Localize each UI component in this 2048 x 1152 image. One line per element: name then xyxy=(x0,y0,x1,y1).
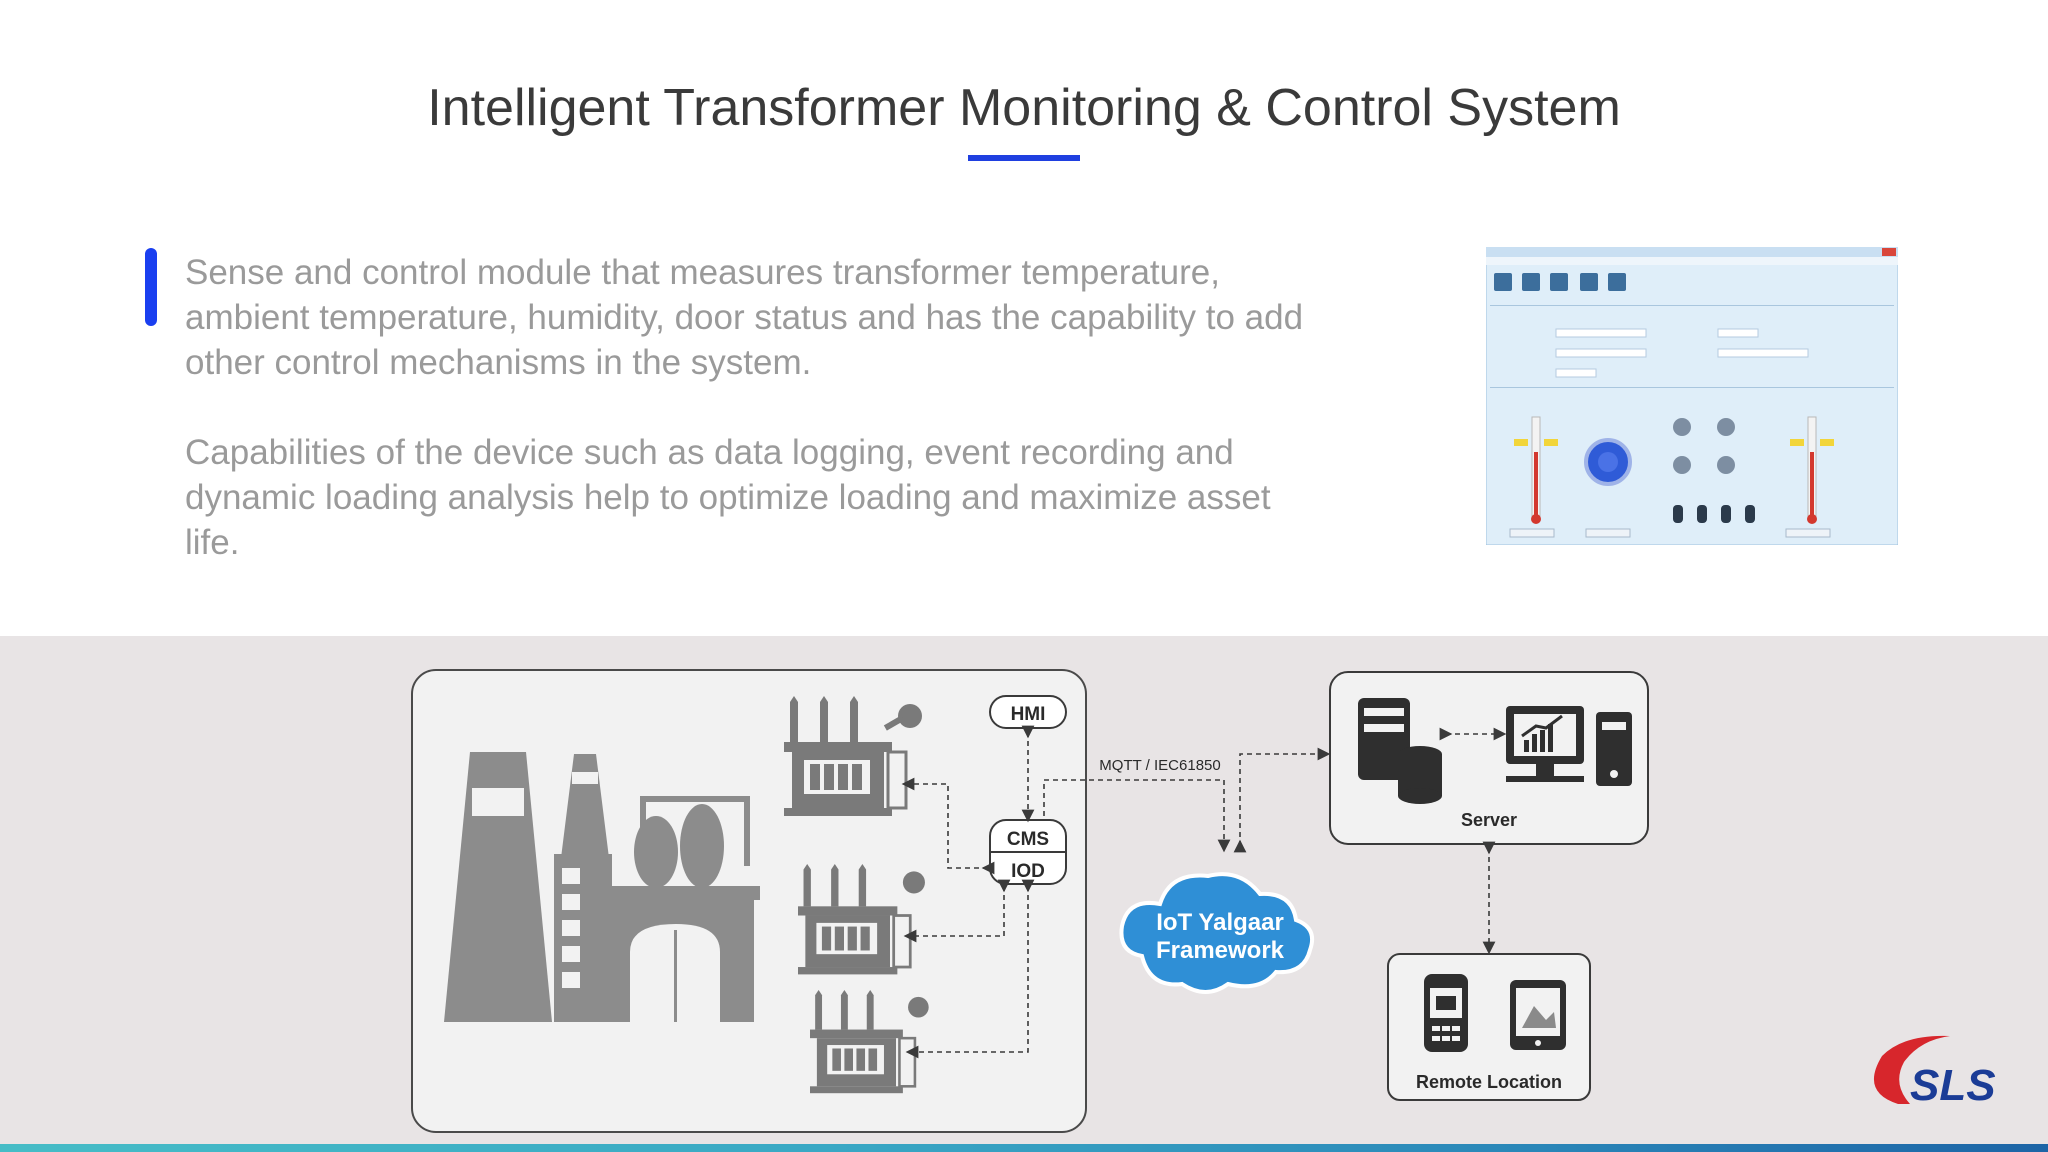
cloud-label-line2: Framework xyxy=(1156,937,1285,964)
protocol-label: MQTT / IEC61850 xyxy=(1099,757,1220,774)
cms-iod-node: CMS IOD xyxy=(989,819,1067,885)
transformer-icon-1 xyxy=(784,696,922,816)
server-label: Server xyxy=(1461,810,1517,830)
description-paragraph-2: Capabilities of the device such as data … xyxy=(185,433,1271,562)
system-architecture-diagram: HMI CMS IOD MQTT / IEC61850 IoT Yalgaar … xyxy=(411,669,1996,1133)
cms-label: CMS xyxy=(1007,829,1049,850)
description-paragraph-1: Sense and control module that measures t… xyxy=(185,253,1304,382)
tablet-icon xyxy=(1510,980,1566,1050)
accent-bar xyxy=(145,248,157,326)
phone-icon xyxy=(1424,974,1468,1052)
monitor-icon xyxy=(1506,706,1584,782)
remote-location-box: Remote Location xyxy=(1387,953,1591,1101)
page-title: Intelligent Transformer Monitoring & Con… xyxy=(427,79,1621,137)
sls-logo-text: SLS xyxy=(1910,1061,1996,1110)
power-plant-icon xyxy=(444,752,760,1022)
sls-logo: SLS xyxy=(1873,1035,1996,1110)
server-box: Server xyxy=(1329,671,1649,845)
cloud-icon: IoT Yalgaar Framework xyxy=(1119,872,1315,994)
remote-location-label: Remote Location xyxy=(1416,1072,1562,1092)
bottom-stripe xyxy=(0,1144,2048,1152)
hmi-label: HMI xyxy=(1011,704,1046,725)
iod-label: IOD xyxy=(1011,861,1045,882)
tower-icon xyxy=(1596,712,1632,786)
cloud-label-line1: IoT Yalgaar xyxy=(1156,909,1284,936)
transformer-icon-3 xyxy=(810,990,929,1094)
software-screenshot xyxy=(1486,247,1898,545)
hmi-node: HMI xyxy=(989,695,1067,729)
plant-connectors xyxy=(901,725,1331,1059)
transformer-icon-2 xyxy=(798,864,925,975)
title-underline xyxy=(968,155,1080,161)
database-icon xyxy=(1358,698,1442,804)
